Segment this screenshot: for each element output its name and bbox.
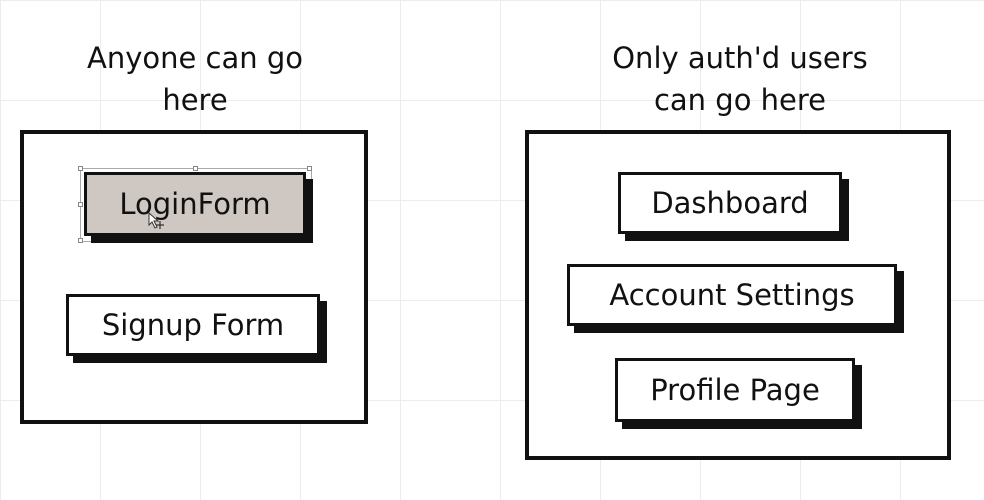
selection-handle[interactable]: [193, 238, 198, 243]
selection-handle[interactable]: [307, 166, 312, 171]
selection-handle[interactable]: [307, 238, 312, 243]
dashboard-box[interactable]: Dashboard: [618, 172, 842, 234]
profile-page-label: Profile Page: [650, 373, 820, 407]
public-heading: Anyone can go here: [40, 37, 350, 121]
login-form-label: LoginForm: [119, 187, 271, 221]
selection-handle[interactable]: [78, 166, 83, 171]
profile-page-box[interactable]: Profile Page: [615, 358, 855, 422]
private-heading-line-1: Only auth'd users: [612, 41, 868, 75]
private-heading: Only auth'd users can go here: [580, 37, 900, 121]
move-cursor-icon: [148, 212, 164, 229]
signup-form-label: Signup Form: [101, 308, 285, 342]
signup-form-box[interactable]: Signup Form: [66, 294, 320, 356]
selection-handle[interactable]: [193, 166, 198, 171]
selection-handle[interactable]: [78, 202, 83, 207]
login-form-box[interactable]: LoginForm: [84, 172, 306, 236]
account-settings-box[interactable]: Account Settings: [567, 264, 897, 326]
public-heading-line-1: Anyone can go: [86, 41, 304, 75]
selection-handle[interactable]: [307, 202, 312, 207]
dashboard-label: Dashboard: [651, 186, 809, 220]
account-settings-label: Account Settings: [609, 278, 855, 312]
selection-handle[interactable]: [78, 238, 83, 243]
private-heading-line-2: can go here: [653, 83, 827, 117]
public-heading-line-2: here: [162, 83, 228, 117]
